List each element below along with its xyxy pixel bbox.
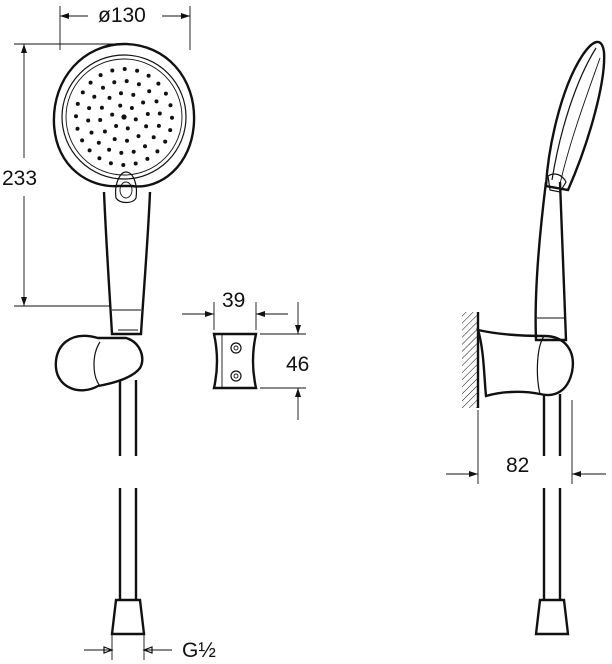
nozzle-dot [110,68,115,73]
nozzle-dot [157,111,162,116]
nozzle-dot [88,80,93,85]
nozzle-dot [98,73,103,78]
nozzle-dot [87,106,92,111]
screw-hole-bottom [230,370,242,382]
nozzle-dot [121,114,127,120]
nozzle-dot [114,124,119,128]
nozzle-dot [131,149,136,154]
screw-hole-top [230,342,242,354]
nozzle-dot [101,85,105,90]
nozzle-dot [125,126,130,131]
nozzle-dot [119,150,124,155]
nozzle-dot [107,147,112,152]
holder-side [476,328,575,398]
nozzle-dot [74,114,78,119]
nozzle-dot [136,82,141,87]
holder-height-label: 46 [286,353,309,376]
nozzle-dot [170,115,174,120]
nozzle-dot [125,138,129,143]
nozzle-dot [112,137,117,142]
nozzle-dot [168,128,173,133]
nozzle-dot [147,89,152,94]
nozzle-dot [97,156,102,161]
nozzle-dot [119,91,123,96]
diameter-dimension: ø130 [59,4,191,50]
front-view: G½ [52,42,216,662]
wall-hatch [462,312,478,408]
nozzle-dot [131,92,136,97]
projection-label: 82 [506,454,529,477]
nozzle-dot [163,139,168,144]
height-dimension: 233 [2,43,124,307]
nozzle-dot [92,94,97,99]
diameter-label: ø130 [98,4,146,27]
nozzle-dot [133,161,138,166]
nozzle-dot [80,138,85,143]
nozzle-dot [87,148,92,153]
nozzle-dot [118,103,123,108]
holder-width-label: 39 [222,289,245,312]
nozzle-dot [163,91,168,96]
thread-label: G½ [182,639,216,662]
hose-nut [110,598,146,636]
nozzle-dot [122,67,127,71]
nozzle-dot [96,140,101,145]
nozzle-dot [75,101,80,106]
nozzle-dot [141,100,146,105]
nozzle-dot [75,126,80,131]
nozzle-dot [154,99,159,104]
nozzle-pattern [74,67,174,167]
holder-block [212,332,258,390]
nozzle-dot [98,118,103,122]
nozzle-dot [121,163,126,167]
holder-detail: 39 46 [182,289,309,420]
shower-head-outline [52,42,196,188]
nozzle-dot [102,129,107,134]
nozzle-dot [145,156,150,161]
mode-button-recess [119,181,133,199]
nozzle-dot [155,149,160,154]
nozzle-dot [99,105,104,110]
nozzle-dot [86,118,91,123]
shower-head-face [61,54,187,180]
nozzle-dot [112,80,117,85]
nozzle-dot [80,90,85,95]
head-side [544,40,606,192]
shower-head-inner-ring [65,58,183,176]
nozzle-dot [144,124,149,129]
nozzle-dot [143,144,147,149]
nozzle-dot [124,79,129,84]
nozzle-dot [129,106,134,110]
nozzle-dot [156,123,161,128]
nozzle-dot [145,112,150,116]
wall-holder [54,334,144,392]
nozzle-dot [110,112,115,117]
nozzle-dot [151,135,156,140]
nozzle-dot [133,117,138,122]
nozzle-dot [136,134,141,139]
nozzle-dot [108,161,113,166]
handle-side [534,181,568,342]
side-view: 82 [446,40,606,636]
mode-button [115,171,138,204]
nozzle-dot [107,95,112,100]
nozzle-dot [146,73,151,78]
height-label: 233 [2,167,37,190]
nozzle-dot [168,103,173,108]
nozzle-dot [135,68,140,73]
handle-outline [102,191,152,336]
nozzle-dot [156,81,161,86]
nozzle-dot [89,130,94,135]
hose-nut-side [534,598,570,636]
